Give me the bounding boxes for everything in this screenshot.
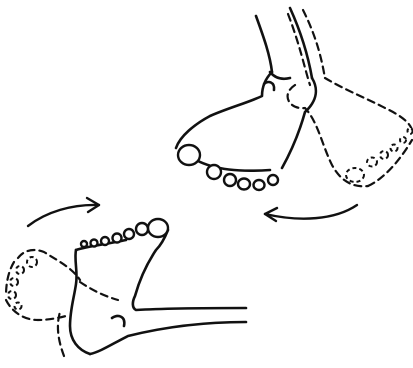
dorsiflexion-panel [6,198,246,356]
plantarflexion-active-foot-solid [176,8,316,190]
dorsiflexion-active-foot-solid [70,219,246,354]
dorsiflexion-neutral-foot-dashed [6,250,118,356]
plantarflexion-arrow [265,205,357,221]
plantarflexion-neutral-foot-dashed [288,10,413,186]
plantarflexion-panel [176,8,413,221]
dorsiflexion-arrow [28,198,99,226]
